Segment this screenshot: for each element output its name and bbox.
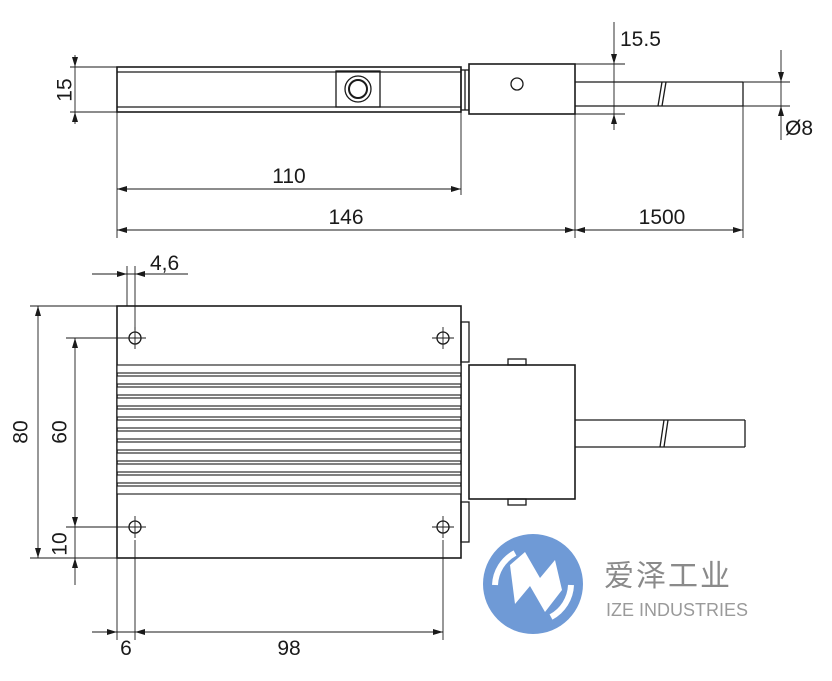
dim-label-length-cable: 1500 xyxy=(639,206,686,229)
dim-label-hole-offset-x: 4,6 xyxy=(150,252,179,275)
top-view xyxy=(116,305,746,559)
top-connector-box xyxy=(468,364,576,500)
side-view xyxy=(116,63,744,115)
heatsink-fins xyxy=(116,364,462,495)
dim-label-height-side: 15 xyxy=(54,78,77,101)
dim-label-hole-offset-y: 10 xyxy=(49,532,72,555)
side-knob-inner xyxy=(348,79,368,99)
dim-label-length-body: 110 xyxy=(272,165,305,188)
watermark: 爱泽工业 IZE INDUSTRIES xyxy=(483,534,748,634)
dim-label-hole-from-edge: 6 xyxy=(120,637,132,660)
watermark-chinese: 爱泽工业 xyxy=(604,560,732,593)
side-knob-outer xyxy=(344,75,372,103)
dim-label-cable-diameter: Ø8 xyxy=(785,117,813,140)
dim-label-width-fins: 60 xyxy=(49,420,72,443)
side-cable-break xyxy=(657,81,663,107)
dim-hole-offset-x: 4,6 xyxy=(92,252,188,330)
top-connector-tab-upper xyxy=(507,358,527,366)
top-clip-upper xyxy=(460,321,470,363)
side-connector-box xyxy=(468,63,576,115)
dim-cable-gap: 15.5 xyxy=(575,22,661,130)
mounting-hole-bl xyxy=(124,516,146,538)
dim-height-side: 15 xyxy=(54,55,117,124)
side-cable-break-2 xyxy=(661,81,667,107)
side-body xyxy=(116,66,462,113)
dim-label-cable-gap: 15.5 xyxy=(620,28,661,51)
top-clip-lower xyxy=(460,501,470,543)
mounting-hole-br xyxy=(432,516,454,538)
side-connector-hole xyxy=(510,77,524,91)
dim-label-length-total: 146 xyxy=(328,206,363,229)
top-cable-break-2 xyxy=(663,419,669,448)
top-connector-tab-lower xyxy=(507,498,527,506)
dim-length-total: 146 xyxy=(117,206,575,233)
mounting-hole-tl xyxy=(124,327,146,349)
dim-width-fins: 60 xyxy=(49,337,127,528)
dim-length-cable: 1500 xyxy=(575,206,743,233)
ize-logo-icon xyxy=(483,534,583,634)
side-window xyxy=(335,70,381,108)
dim-hole-offset-y: 10 xyxy=(49,527,78,585)
top-cable-break xyxy=(659,419,665,448)
dim-hole-spacing: 6 98 xyxy=(92,540,444,660)
mounting-hole-tr xyxy=(432,327,454,349)
dim-length-body: 110 xyxy=(117,165,461,192)
dim-label-hole-spacing: 98 xyxy=(277,637,300,660)
watermark-english: IZE INDUSTRIES xyxy=(606,600,748,620)
dim-cable-diameter: Ø8 xyxy=(743,50,813,140)
dim-width-total: 80 xyxy=(10,305,117,559)
dim-label-width-total: 80 xyxy=(10,420,33,443)
